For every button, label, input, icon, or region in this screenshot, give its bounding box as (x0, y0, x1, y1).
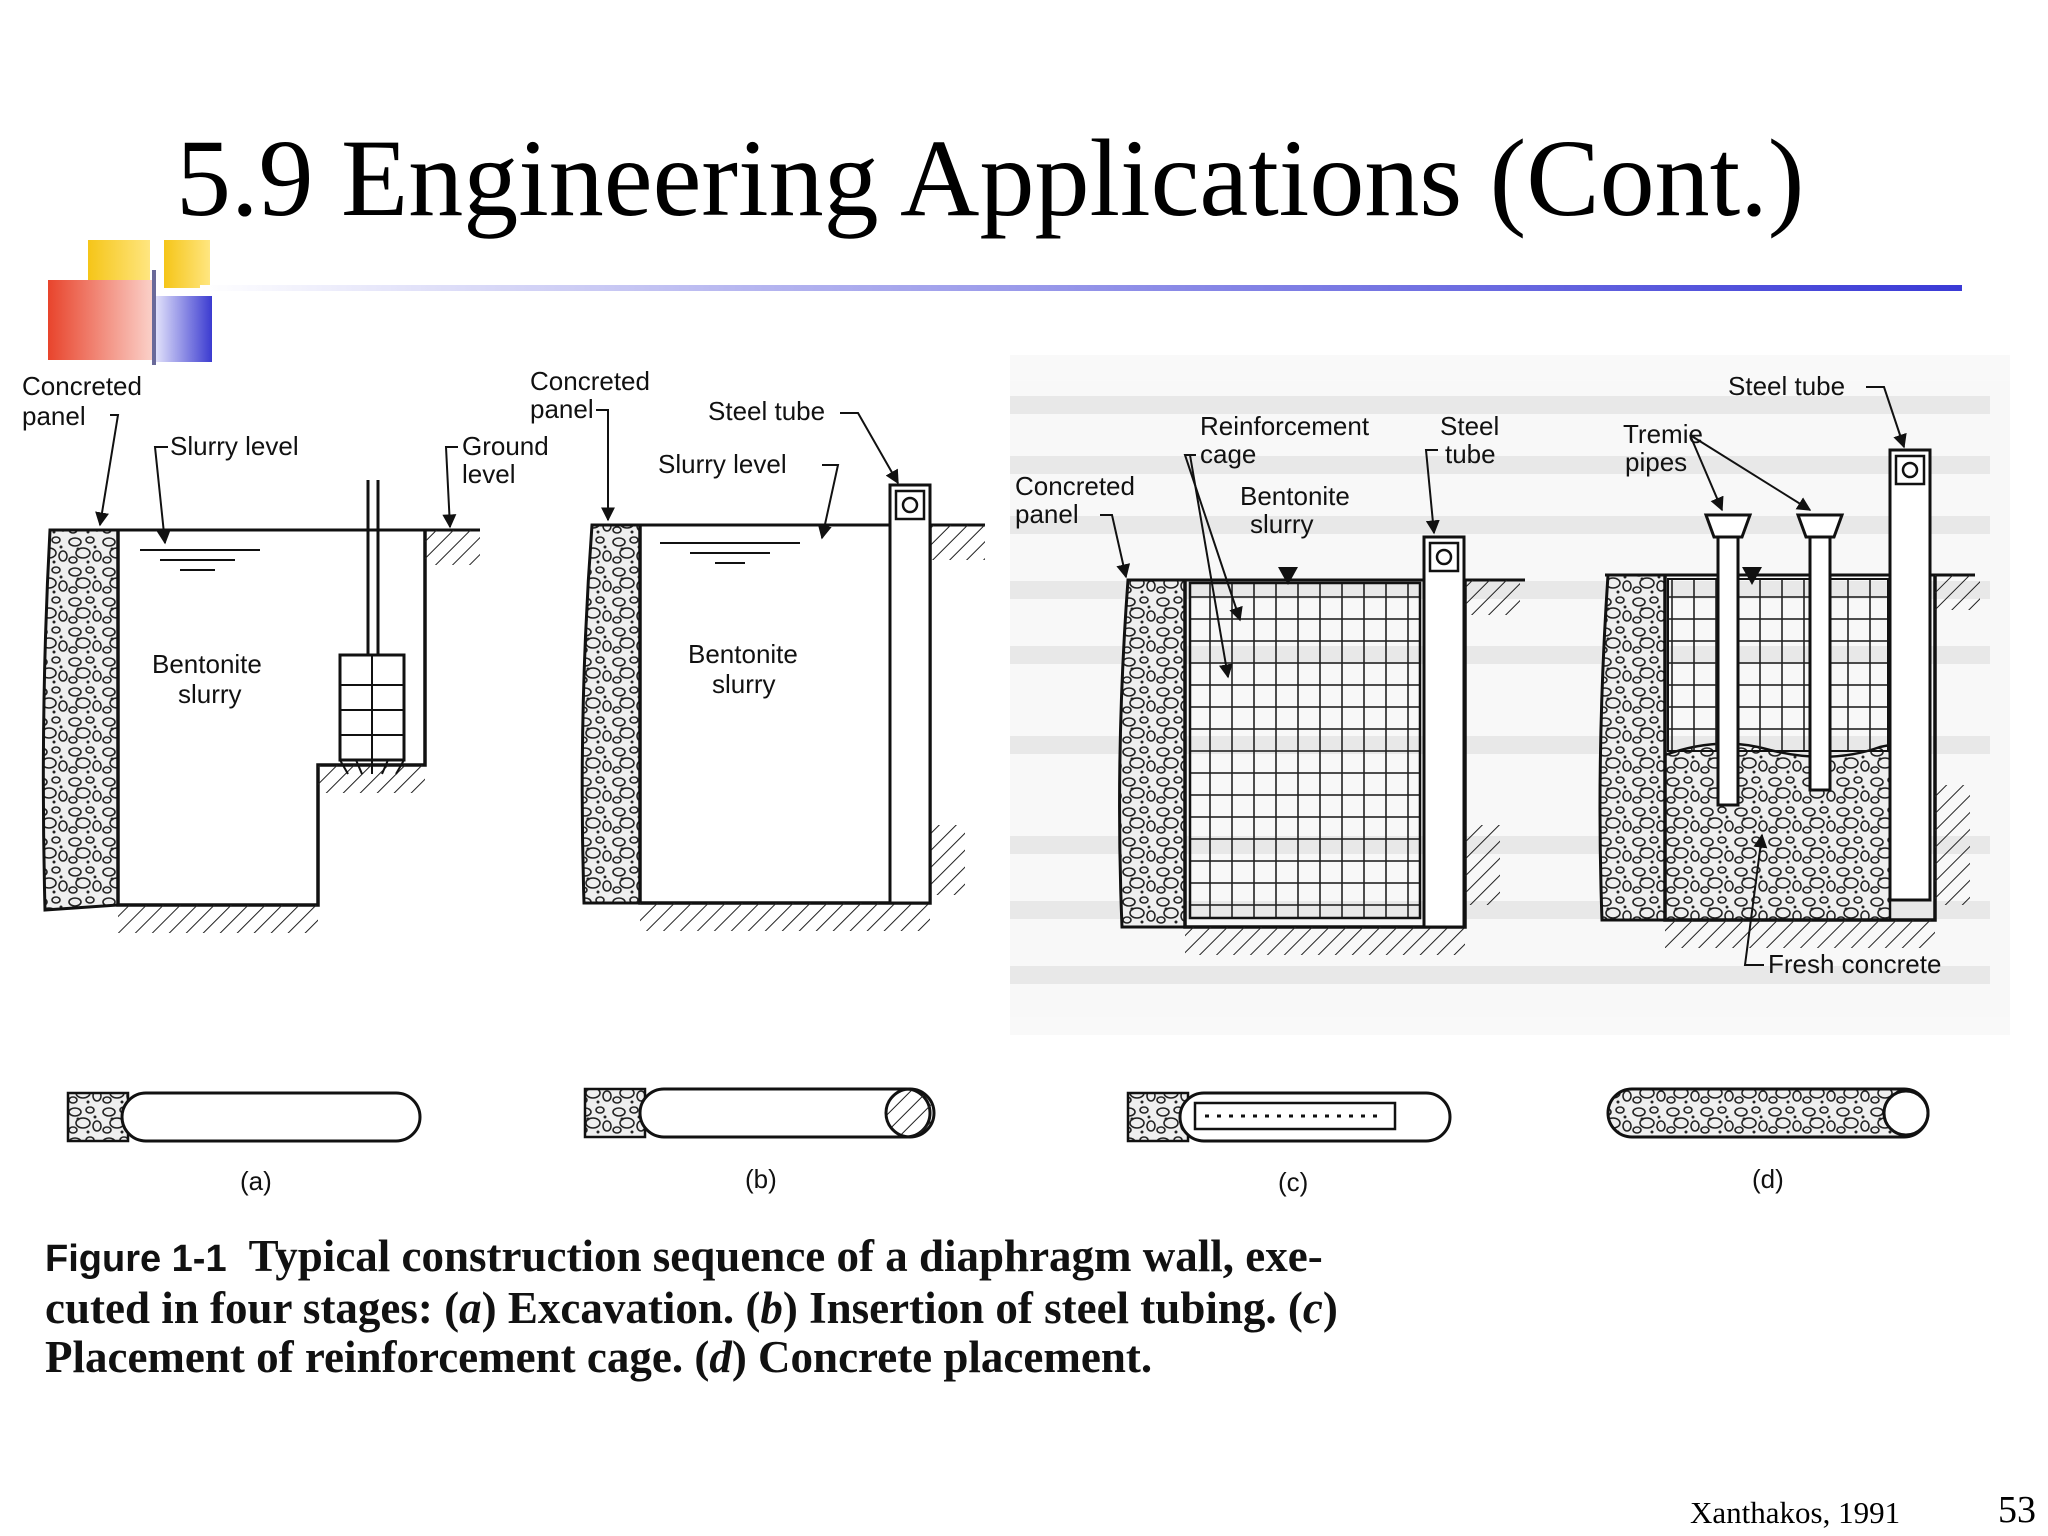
a-slurry-level-label: Slurry level (170, 431, 299, 461)
a-concreted-label-2: panel (22, 401, 86, 431)
b-concreted-label-1: Concreted (530, 366, 650, 396)
diaphragm-wall-figure: Concreted panel Slurry level Ground leve… (0, 355, 2048, 1430)
caption-line-2b: ) Excavation. ( (481, 1283, 761, 1333)
a-ground-label-2: level (462, 459, 515, 489)
source-credit: Xanthakos, 1991 (1690, 1495, 1901, 1530)
a-bentonite-label-1: Bentonite (152, 649, 262, 679)
title-rule (200, 285, 1962, 291)
plan-view-d: (d) (1606, 1087, 1930, 1194)
d-fresh-concrete-label: Fresh concrete (1768, 949, 1941, 979)
c-bentonite-label-2: slurry (1250, 509, 1314, 539)
tag-b: (b) (745, 1164, 777, 1194)
plan-view-b: (b) (583, 1087, 936, 1194)
d-tremie-label-2: pipes (1625, 447, 1687, 477)
c-reinforcement-label-2: cage (1200, 439, 1256, 469)
caption-line-2a-it: a (459, 1283, 482, 1333)
panel-d: Steel tube Tremie pipes Fresh concrete (1598, 371, 1980, 979)
c-steel-label-1: Steel (1440, 411, 1499, 441)
b-steel-tube-label: Steel tube (708, 396, 825, 426)
d-steel-tube-label: Steel tube (1728, 371, 1845, 401)
figure-caption: Figure 1-1 Typical construction sequence … (45, 1232, 1525, 1382)
a-concreted-label-1: Concreted (22, 371, 142, 401)
b-bentonite-label-2: slurry (712, 669, 776, 699)
plan-view-c: (c) (1126, 1091, 1452, 1197)
c-concreted-label-1: Concreted (1015, 471, 1135, 501)
tag-d: (d) (1752, 1164, 1784, 1194)
plan-view-a: (a) (66, 1091, 422, 1196)
caption-line-2c: ) Insertion of steel tubing. ( (782, 1283, 1303, 1333)
slide-number: 53 (1998, 1489, 2036, 1531)
slide-logo (48, 240, 212, 365)
caption-line-2b-it: b (760, 1283, 783, 1333)
caption-line-2d: ) (1322, 1283, 1338, 1333)
tag-a: (a) (240, 1166, 272, 1196)
c-steel-label-2: tube (1445, 439, 1496, 469)
slide-title: 5.9 Engineering Applications (Cont.) (176, 117, 1805, 239)
caption-line-3a: Placement of reinforcement cage. ( (45, 1332, 710, 1382)
caption-line-2a: cuted in four stages: ( (45, 1283, 460, 1333)
a-ground-label-1: Ground (462, 431, 549, 461)
caption-line-3b: ) Concrete placement. (731, 1332, 1153, 1382)
c-concreted-label-2: panel (1015, 499, 1079, 529)
caption-line-1: Typical construction sequence of a diaph… (248, 1231, 1323, 1281)
caption-line-2c-it: c (1302, 1283, 1323, 1333)
panel-b: Concreted panel Steel tube Slurry level … (530, 366, 985, 931)
a-bentonite-label-2: slurry (178, 679, 242, 709)
caption-figure-number: Figure 1-1 (45, 1238, 227, 1280)
panel-a: Concreted panel Slurry level Ground leve… (22, 371, 549, 933)
tag-c: (c) (1278, 1167, 1308, 1197)
b-concreted-label-2: panel (530, 394, 594, 424)
d-tremie-label-1: Tremie (1623, 419, 1703, 449)
b-bentonite-label-1: Bentonite (688, 639, 798, 669)
c-bentonite-label-1: Bentonite (1240, 481, 1350, 511)
c-reinforcement-label-1: Reinforcement (1200, 411, 1370, 441)
caption-line-3a-it: d (709, 1332, 732, 1382)
b-slurry-level-label: Slurry level (658, 449, 787, 479)
panel-c: Reinforcement cage Steel tube Concreted … (1015, 411, 1525, 955)
